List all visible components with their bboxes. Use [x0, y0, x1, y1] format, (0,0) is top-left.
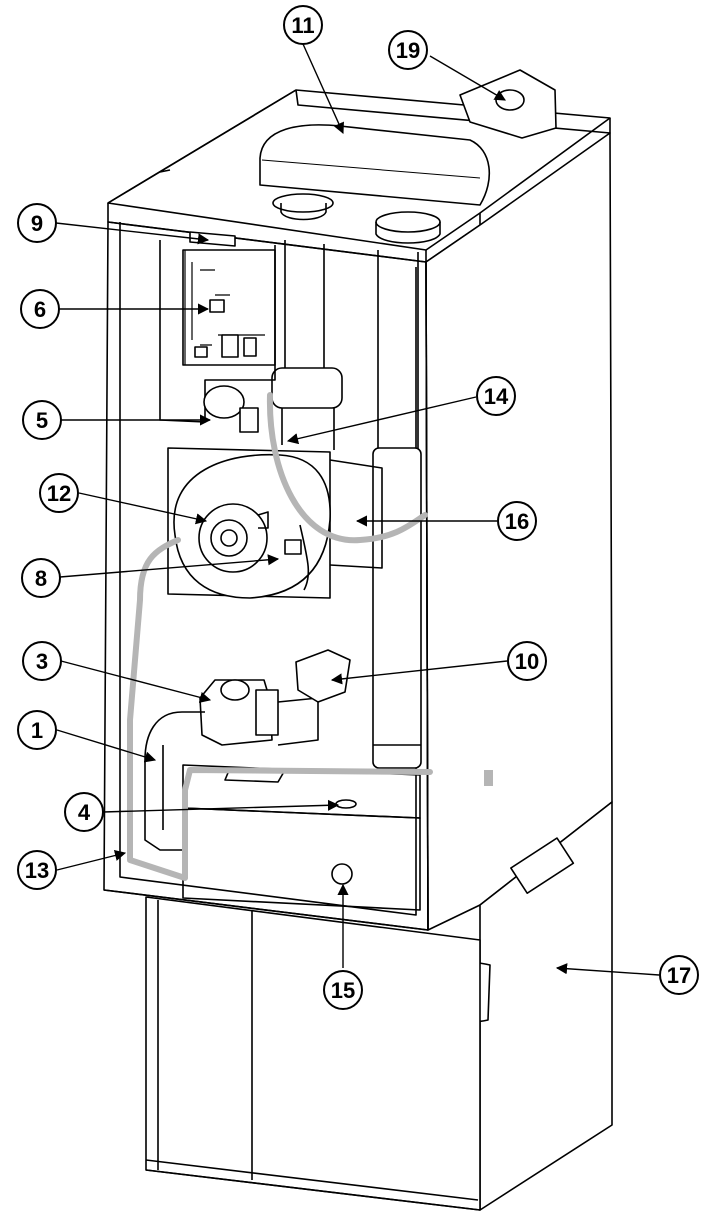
callout-13: 13	[17, 850, 57, 890]
top-cylinder	[259, 124, 491, 206]
callout-4: 4	[64, 792, 104, 832]
svg-text:16: 16	[505, 509, 529, 534]
svg-text:9: 9	[31, 211, 43, 236]
flue-collar-left	[272, 193, 334, 213]
svg-text:8: 8	[35, 566, 47, 591]
flue-collar-right	[375, 211, 441, 233]
leader-lines	[55, 43, 660, 976]
svg-text:13: 13	[25, 858, 49, 883]
bottom-access-panel	[182, 807, 421, 911]
top-rear-rail	[295, 89, 611, 134]
svg-text:6: 6	[34, 297, 46, 322]
vent-pipe-lower-sleeve	[372, 447, 422, 769]
pressure-switch	[203, 385, 245, 419]
leader-12	[78, 492, 208, 525]
furnace-drawing	[103, 69, 613, 1211]
svg-text:5: 5	[36, 408, 48, 433]
inducer-motor	[198, 503, 268, 573]
leader-8	[59, 554, 280, 578]
leader-13	[56, 850, 127, 871]
pressure-tube-2	[266, 392, 428, 544]
callout-1: 1	[17, 710, 57, 750]
gas-pipe	[144, 711, 205, 851]
callout-3: 3	[22, 641, 62, 681]
svg-text:3: 3	[36, 649, 48, 674]
limit-switch-8	[284, 539, 302, 555]
svg-text:12: 12	[47, 481, 71, 506]
base-cabinet-front	[145, 896, 481, 1211]
callout-6: 6	[20, 289, 60, 329]
leader-9	[55, 222, 210, 245]
callout-11: 11	[283, 5, 323, 45]
callout-15: 15	[323, 970, 363, 1010]
sight-glass	[331, 863, 353, 885]
svg-text:11: 11	[291, 13, 314, 38]
callout-17: 17	[659, 955, 699, 995]
leader-11	[302, 43, 344, 135]
pressure-tube-1	[127, 537, 433, 881]
callout-10: 10	[507, 641, 547, 681]
svg-text:14: 14	[484, 384, 509, 409]
leader-4	[102, 799, 340, 813]
leader-10	[330, 660, 508, 685]
callout-9: 9	[17, 203, 57, 243]
svg-text:4: 4	[78, 800, 91, 825]
leader-1	[56, 729, 157, 763]
svg-text:10: 10	[515, 649, 539, 674]
callout-12: 12	[39, 473, 79, 513]
callouts: 11 19 9 6 5 14 12 16	[17, 5, 699, 1010]
leader-3	[60, 660, 212, 703]
svg-text:1: 1	[31, 718, 43, 743]
callout-19: 19	[388, 30, 428, 70]
vent-pipe-right	[377, 250, 419, 455]
svg-text:15: 15	[331, 978, 355, 1003]
vent-pipe-left	[284, 240, 325, 372]
vent-coupling	[271, 367, 343, 409]
callout-14: 14	[476, 376, 516, 416]
callout-5: 5	[22, 400, 62, 440]
top-side-rail	[107, 89, 297, 204]
rollout-switch-10	[295, 649, 351, 703]
callout-8: 8	[21, 558, 61, 598]
leader-19	[429, 55, 506, 101]
callout-16: 16	[497, 501, 537, 541]
leader-14	[286, 396, 477, 445]
svg-text:19: 19	[396, 38, 420, 63]
svg-text:17: 17	[667, 963, 691, 988]
gray-tubing	[127, 392, 433, 881]
side-label-plate	[510, 837, 575, 894]
leader-17	[555, 963, 660, 976]
drain-fitting	[484, 770, 493, 786]
